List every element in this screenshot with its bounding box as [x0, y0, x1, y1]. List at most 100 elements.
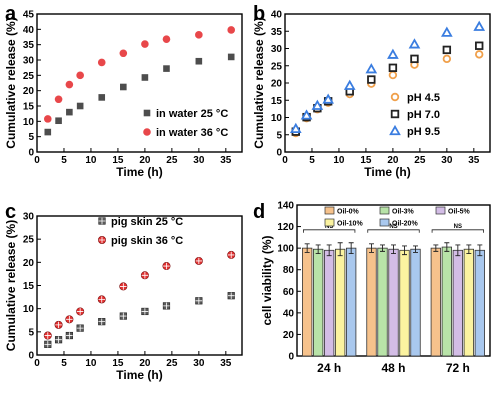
x-category-label: 72 h	[446, 361, 470, 375]
y-tick-label: 45	[23, 10, 35, 21]
y-tick-label: 30	[271, 44, 283, 55]
legend-marker	[98, 236, 107, 245]
legend-marker	[143, 109, 151, 117]
data-point	[440, 26, 453, 37]
y-axis-label: cell viability (%)	[260, 235, 274, 325]
marker-cross	[98, 217, 106, 225]
data-point	[322, 93, 335, 104]
marker-shape	[390, 109, 400, 119]
y-tick-label: 80	[283, 265, 295, 276]
x-tick-label: 35	[468, 155, 480, 166]
data-point	[55, 117, 62, 125]
significance-label: NS	[454, 224, 462, 230]
bar	[452, 249, 463, 357]
x-tick-label: 0	[34, 358, 40, 369]
marker-cross	[66, 332, 73, 339]
panel-label-a: a	[5, 3, 17, 25]
legend-label: Oil-20%	[392, 221, 418, 228]
y-tick-label: 30	[23, 212, 35, 223]
y-tick-label: 100	[277, 244, 294, 255]
marker-shape	[367, 75, 376, 84]
bar	[463, 248, 474, 357]
data-point	[66, 108, 73, 116]
legend-label: pH 4.5	[407, 92, 440, 104]
y-tick-label: 0	[276, 148, 282, 159]
marker-shape	[76, 71, 84, 80]
data-point	[98, 94, 106, 101]
y-tick-label: 20	[23, 86, 35, 97]
legend-marker	[390, 92, 400, 102]
marker-shape	[475, 41, 484, 50]
legend-marker	[390, 109, 400, 119]
legend-swatch	[379, 206, 390, 215]
error-bar	[402, 245, 407, 256]
x-tick-label: 10	[333, 155, 345, 166]
y-tick-label: 35	[271, 27, 283, 38]
data-point	[227, 26, 236, 34]
bar	[399, 249, 410, 357]
bar	[388, 248, 399, 357]
marker-shape	[143, 128, 151, 136]
marker-shape	[141, 40, 149, 48]
data-point	[65, 331, 73, 340]
marker-shape	[390, 92, 400, 102]
y-tick-label: 20	[283, 330, 295, 341]
data-point	[98, 318, 106, 326]
marker-cross	[120, 283, 127, 290]
marker-shape	[410, 54, 419, 64]
marker-cross	[163, 302, 170, 310]
y-tick-label: 140	[277, 201, 294, 212]
x-axis-label: Time (h)	[364, 165, 410, 179]
y-tick-label: 5	[28, 132, 34, 143]
marker-cross	[55, 321, 62, 329]
error-bar	[433, 244, 439, 252]
error-bar	[444, 242, 450, 252]
marker-cross	[44, 341, 52, 348]
x-tick-label: 15	[112, 358, 124, 369]
error-bar	[337, 242, 343, 257]
marker-cross	[76, 324, 84, 332]
marker-shape	[300, 109, 313, 120]
data-point	[54, 320, 63, 329]
marker-shape	[408, 38, 421, 49]
data-point	[162, 302, 171, 310]
x-tick-label: 10	[85, 358, 97, 369]
error-bar	[391, 244, 396, 254]
x-category-label: 24 h	[317, 361, 341, 375]
y-tick-label: 40	[23, 25, 35, 36]
data-point	[65, 80, 74, 89]
error-bar	[326, 244, 332, 257]
marker-shape	[442, 54, 452, 64]
data-point	[388, 70, 398, 80]
error-bar	[315, 244, 321, 254]
marker-shape	[343, 79, 356, 90]
data-point	[141, 40, 149, 48]
bar	[441, 246, 452, 357]
error-bar	[466, 244, 472, 254]
data-point	[119, 282, 128, 291]
marker-shape	[65, 80, 74, 89]
x-tick-label: 15	[112, 155, 124, 166]
y-tick-label: 40	[283, 308, 295, 319]
y-tick-label: 0	[28, 351, 34, 362]
marker-cross	[55, 336, 62, 344]
legend-swatch	[435, 206, 446, 215]
marker-cross	[163, 262, 170, 270]
data-point	[97, 295, 106, 304]
x-tick-label: 20	[387, 155, 399, 166]
bar	[430, 247, 441, 357]
legend-label: Oil-3%	[392, 209, 415, 216]
data-point	[54, 95, 63, 104]
marker-cross	[227, 292, 235, 299]
y-axis-label: Cumulative release (%)	[4, 220, 18, 351]
bar	[302, 247, 313, 357]
data-point	[227, 53, 235, 61]
y-tick-label: 40	[271, 10, 283, 21]
panel-label-c: c	[5, 201, 16, 223]
data-point	[141, 307, 149, 316]
marker-shape	[322, 93, 335, 104]
significance-label: NS	[325, 224, 333, 230]
marker-cross	[76, 308, 84, 315]
marker-shape	[97, 58, 106, 67]
